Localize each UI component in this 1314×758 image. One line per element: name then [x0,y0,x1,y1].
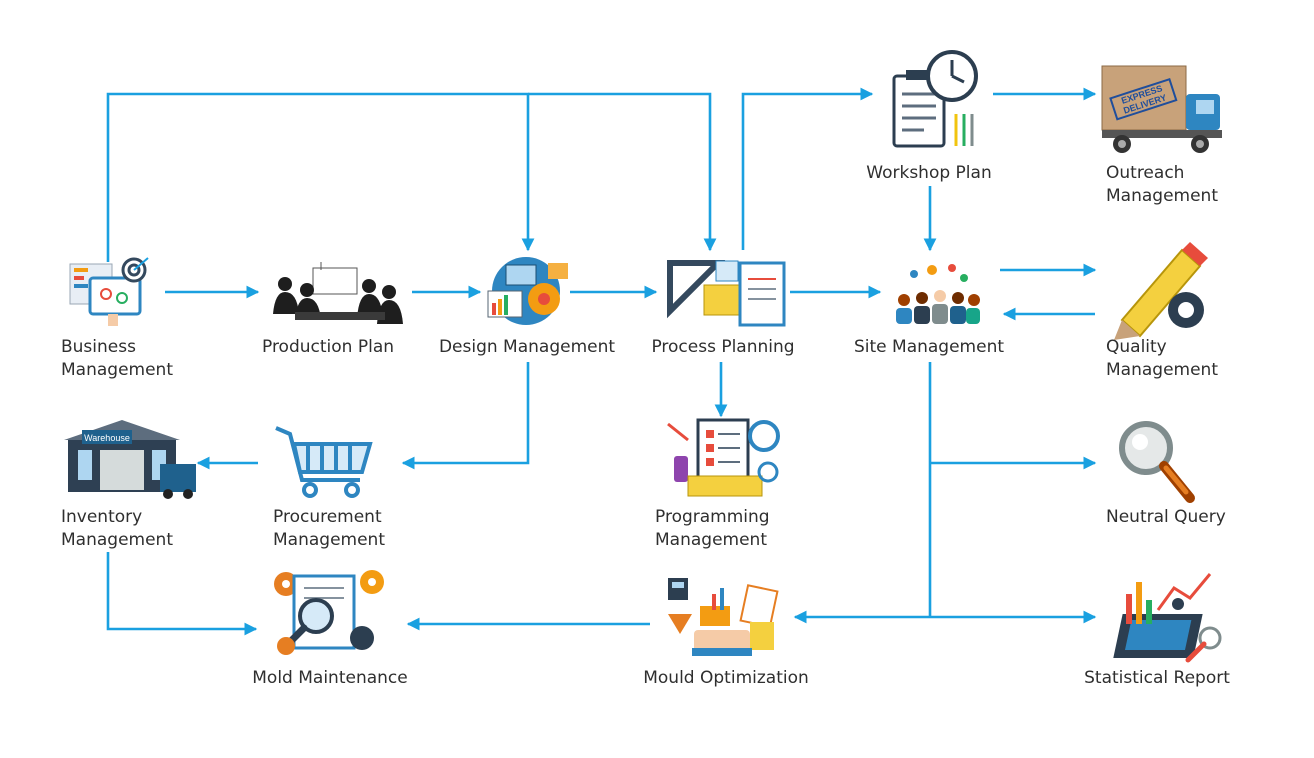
statistical-report-label: Statistical Report [1084,667,1230,690]
connector-process-to-workshop [741,87,874,250]
dashboard-target-icon [69,257,149,326]
magnifier-icon [1119,421,1195,503]
quality-management-label: Quality Management [1106,336,1218,382]
inventory-management-label: Inventory Management [61,506,173,552]
programming-management-line1: Programming [655,507,770,527]
statistical-report-line1: Statistical Report [1084,668,1230,688]
site-management-label: Site Management [854,336,1004,359]
mould-optimization-line1: Mould Optimization [643,668,809,688]
design-gears-icon [487,257,568,325]
business-management-line1: Business [61,337,136,357]
procurement-management-line2: Management [273,530,385,550]
inventory-management-line2: Management [61,530,173,550]
clipboard-clock-icon [892,50,978,148]
delivery-truck-icon: EXPRESS DELIVERY [1101,65,1222,153]
shopping-cart-icon [275,426,373,498]
process-planning-label: Process Planning [651,336,794,359]
business-management-label: Business Management [61,336,173,382]
procurement-management-label: Procurement Management [273,506,385,552]
warehouse-sign: Warehouse [84,433,130,443]
quality-management-line2: Management [1106,360,1218,380]
site-management-line1: Site Management [853,337,1005,357]
programming-management-line2: Management [655,530,767,550]
meeting-icon [273,262,403,324]
report-charts-icon [1113,573,1222,663]
connector-bus-to-process [528,92,717,252]
checklist-monitor-icon [667,418,780,497]
procurement-management-line1: Procurement [273,507,382,527]
desk-workspace-icon [668,578,779,656]
monitor-magnifier-icon [274,570,384,655]
production-plan-line1: Production Plan [261,337,395,357]
workshop-plan-label: Workshop Plan [866,162,991,185]
design-management-line1: Design Management [438,337,616,357]
neutral-query-line1: Neutral Query [1106,507,1226,527]
outreach-management-line2: Management [1106,186,1218,206]
mould-optimization-label: Mould Optimization [643,667,809,690]
connector-group [106,87,1097,636]
pencil-gear-icon [1114,242,1208,340]
outreach-management-line1: Outreach [1106,163,1185,183]
quality-management-line1: Quality [1106,337,1167,357]
drafting-documents-icon [667,260,786,327]
business-management-line2: Management [61,360,173,380]
inventory-management-line1: Inventory [61,507,143,527]
connector-design-to-procurement [401,362,530,470]
connector-business-to-design [106,92,535,262]
workshop-plan-line1: Workshop Plan [866,163,992,183]
process-planning-line1: Process Planning [651,337,795,357]
mold-maintenance-line1: Mold Maintenance [252,668,408,688]
mold-maintenance-label: Mold Maintenance [252,667,407,690]
production-plan-label: Production Plan [262,336,394,359]
connector-inventory-to-mold [106,552,258,636]
neutral-query-label: Neutral Query [1106,506,1226,529]
programming-management-label: Programming Management [655,506,770,552]
team-gears-icon [896,264,980,324]
outreach-management-label: Outreach Management [1106,162,1218,208]
design-management-label: Design Management [439,336,615,359]
warehouse-icon: Warehouse [64,420,196,499]
